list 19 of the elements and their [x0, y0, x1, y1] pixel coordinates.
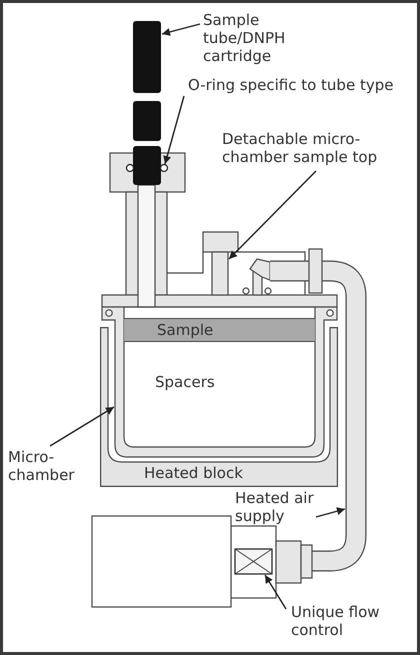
- leader-line: [163, 96, 185, 164]
- leader-line: [264, 574, 287, 610]
- unit-housing: [91, 515, 232, 608]
- flow-control-valve: [234, 548, 273, 575]
- callout-label: Heated air supply: [235, 489, 321, 525]
- callout-label: Detachable micro-chamber sample top: [222, 130, 384, 166]
- callout-label: O-ring specific to tube type: [188, 76, 394, 94]
- leader-line: [162, 23, 200, 36]
- part-label: Heated block: [144, 464, 243, 482]
- callout-label: Unique flow control: [291, 603, 387, 639]
- sample-tube: [133, 21, 161, 185]
- leader-line: [50, 406, 114, 447]
- micro-chamber: [101, 306, 338, 458]
- leader-line: [228, 170, 316, 260]
- leader-line: [316, 507, 346, 518]
- part-label: Sample: [157, 320, 214, 341]
- callout-label: Sample tube/DNPH cartridge: [203, 11, 295, 65]
- part-label: Spacers: [155, 373, 215, 391]
- callout-label: Micro-chamber: [8, 448, 80, 484]
